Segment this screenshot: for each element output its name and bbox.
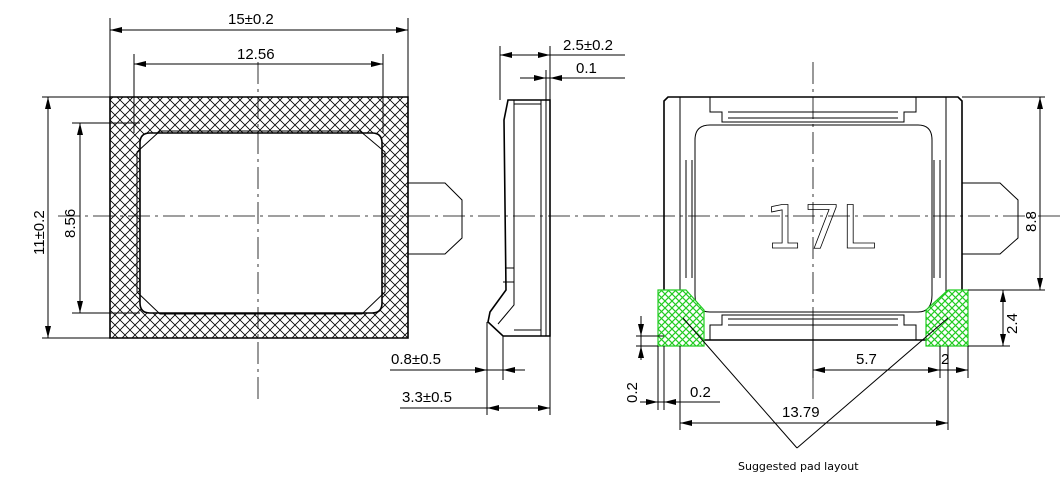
pad-left <box>657 289 705 347</box>
side-body <box>487 99 551 337</box>
dim-inner-width: 12.56 <box>237 46 275 63</box>
front-frame <box>109 96 409 339</box>
dim-thickness: 2.5±0.2 <box>563 37 613 54</box>
dim-total-depth: 3.3±0.5 <box>402 389 452 406</box>
back-view: 17L 8.8 2.4 5.7 2 0.2 <box>624 62 1045 473</box>
part-marking: 17L <box>765 193 875 263</box>
front-cavity <box>136 130 386 315</box>
dim-pad-span: 8.8 <box>1023 211 1040 232</box>
dim-spring-offset: 0.8±0.5 <box>391 351 441 368</box>
dim-pad-offset-v: 0.2 <box>624 382 641 403</box>
dim-height: 11±0.2 <box>31 210 48 255</box>
dim-inner-height: 8.56 <box>62 209 79 238</box>
dim-overall: 13.79 <box>782 404 820 421</box>
side-view: 2.5±0.2 0.1 0.8±0.5 3.3±0.5 <box>390 37 625 415</box>
dim-pad-center: 5.7 <box>856 351 877 368</box>
dim-width: 15±0.2 <box>228 11 274 28</box>
pad-right <box>925 289 969 347</box>
front-view: 15±0.2 12.56 11±0.2 8.56 <box>31 11 1060 400</box>
dim-pad-width: 2 <box>941 351 949 368</box>
dim-membrane: 0.1 <box>576 60 597 77</box>
pad-layout-note: Suggested pad layout <box>738 460 859 473</box>
front-tab <box>408 182 463 255</box>
dim-pad-height: 2.4 <box>1004 313 1021 334</box>
dim-pad-offset-h: 0.2 <box>690 384 711 401</box>
